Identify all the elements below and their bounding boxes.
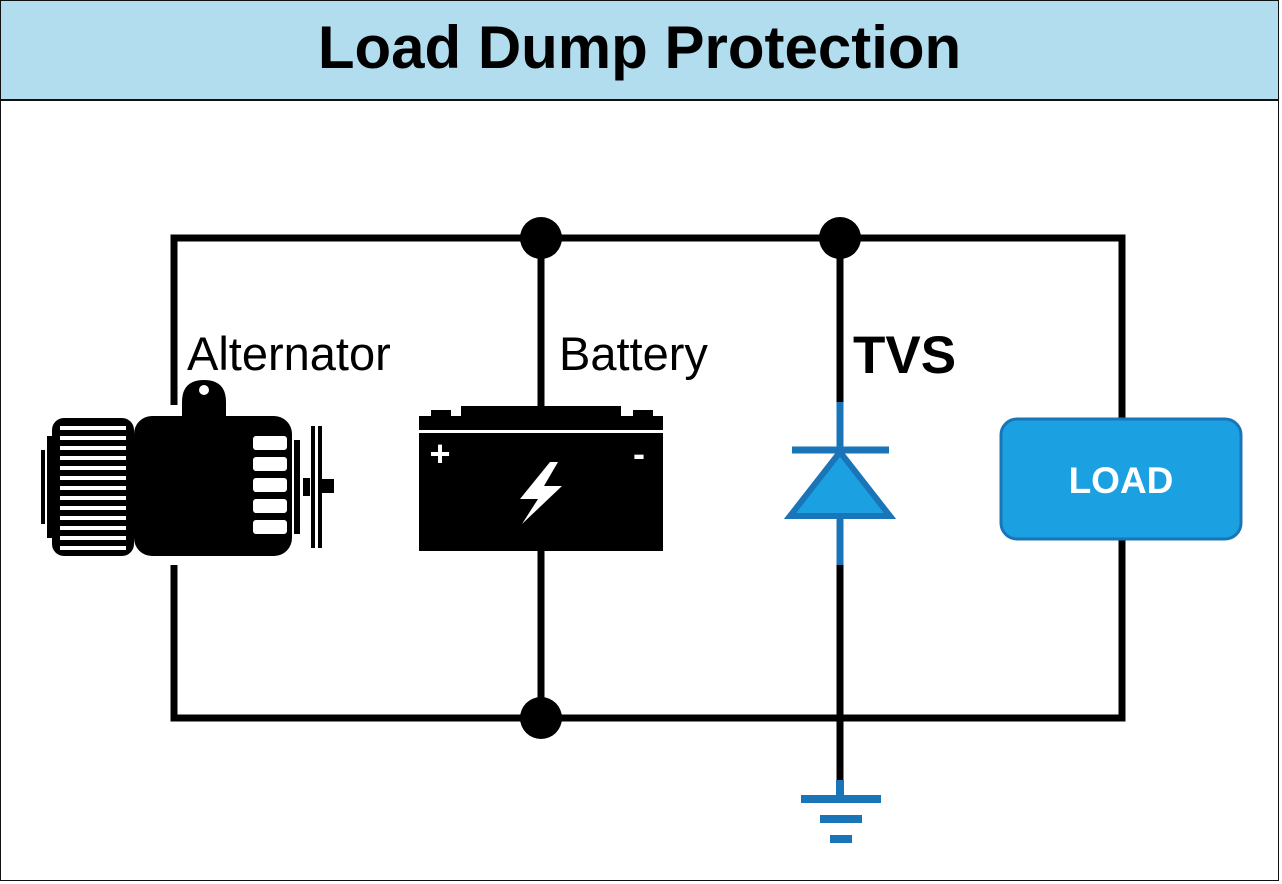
battery-plus-label: + (429, 433, 450, 474)
load-box: LOAD (999, 417, 1243, 541)
tvs-label: TVS (853, 326, 956, 385)
battery-label: Battery (559, 327, 708, 380)
ground-icon (801, 780, 881, 843)
battery-icon (419, 406, 663, 551)
alternator-icon (40, 380, 340, 565)
diagram-title: Load Dump Protection (317, 13, 962, 81)
tvs-diode-icon (783, 402, 897, 565)
junctions (520, 217, 861, 739)
junction-dot (520, 697, 562, 739)
alternator-label: Alternator (187, 327, 391, 380)
junction-dot (520, 217, 562, 259)
junction-dot (819, 217, 861, 259)
title-bar: Load Dump Protection (1, 1, 1278, 101)
battery-minus-label: - (633, 433, 645, 474)
load-label: LOAD (1069, 460, 1174, 501)
